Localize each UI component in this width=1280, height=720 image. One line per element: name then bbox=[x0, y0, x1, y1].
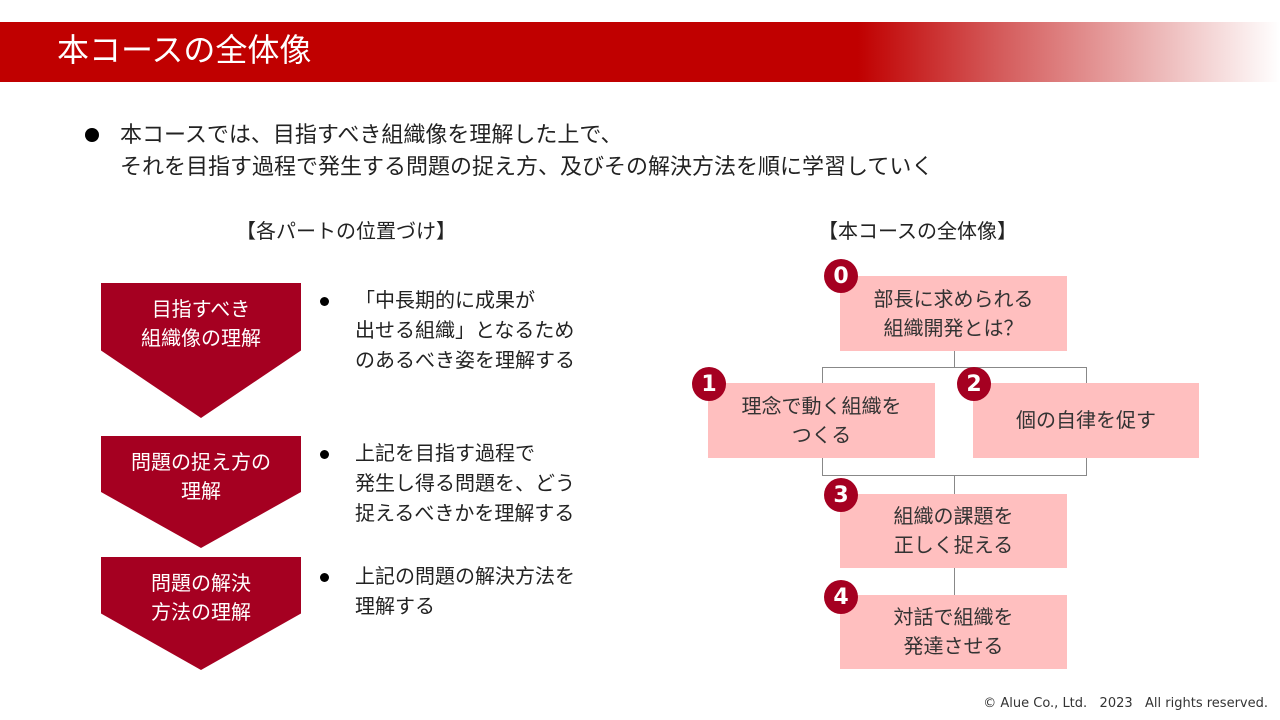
connector bbox=[822, 367, 1087, 368]
copyright: © Alue Co., Ltd. 2023 All rights reserve… bbox=[983, 696, 1268, 711]
desc-line: 理解する bbox=[355, 594, 435, 618]
part-label: 問題の捉え方の bbox=[131, 450, 271, 474]
part-2-chevron: 問題の捉え方の理解 bbox=[101, 436, 301, 548]
box-text: 組織開発とは？ bbox=[883, 315, 1024, 340]
box-text: 理念で動く組織を bbox=[741, 393, 902, 418]
desc-line: 出せる組織」となるため bbox=[355, 318, 575, 342]
part-1-desc: 「中長期的に成果が出せる組織」となるためのあるべき姿を理解する bbox=[355, 285, 575, 375]
desc-line: 「中長期的に成果が bbox=[355, 288, 535, 312]
connector bbox=[954, 475, 955, 494]
step-number-badge: 4 bbox=[824, 580, 858, 614]
part-2-desc: 上記を目指す過程で発生し得る問題を、どう捉えるべきかを理解する bbox=[355, 438, 575, 528]
part-3-chevron: 問題の解決方法の理解 bbox=[101, 557, 301, 670]
box-2: 個の自律を促す bbox=[973, 383, 1199, 458]
box-4: 対話で組織を発達させる bbox=[840, 595, 1067, 669]
header-bar bbox=[0, 22, 1280, 82]
bullet-icon bbox=[320, 573, 329, 582]
part-label: 理解 bbox=[181, 479, 221, 503]
desc-line: のあるべき姿を理解する bbox=[355, 348, 575, 372]
part-label: 問題の解決 bbox=[151, 571, 251, 595]
box-text: 部長に求められる bbox=[873, 286, 1034, 311]
bullet-icon bbox=[320, 297, 329, 306]
desc-line: 上記を目指す過程で bbox=[355, 441, 535, 465]
box-3: 組織の課題を正しく捉える bbox=[840, 494, 1067, 568]
part-label: 組織像の理解 bbox=[141, 326, 261, 350]
bullet-icon bbox=[85, 128, 99, 142]
step-number-badge: 0 bbox=[824, 259, 858, 293]
box-text: 正しく捉える bbox=[893, 533, 1014, 557]
step-number-badge: 3 bbox=[824, 478, 858, 512]
box-text: 個の自律を促す bbox=[1016, 408, 1156, 432]
intro-text: 本コースでは、目指すべき組織像を理解した上で、 それを目指す過程で発生する問題の… bbox=[120, 120, 933, 184]
step-number-badge: 1 bbox=[692, 367, 726, 401]
part-label: 目指すべき bbox=[151, 297, 251, 321]
connector bbox=[954, 351, 955, 367]
part-label: 方法の理解 bbox=[151, 600, 251, 624]
part-3-desc: 上記の問題の解決方法を理解する bbox=[355, 561, 575, 621]
step-number-badge: 2 bbox=[957, 367, 991, 401]
box-text: つくる bbox=[791, 422, 852, 447]
page-title: 本コースの全体像 bbox=[57, 31, 312, 69]
bullet-icon bbox=[320, 450, 329, 459]
box-text: 発達させる bbox=[903, 634, 1004, 658]
box-1: 理念で動く組織をつくる bbox=[708, 383, 935, 458]
box-0: 部長に求められる組織開発とは？ bbox=[840, 276, 1067, 351]
desc-line: 上記の問題の解決方法を bbox=[355, 564, 575, 588]
desc-line: 捉えるべきかを理解する bbox=[355, 501, 575, 525]
part-1-chevron: 目指すべき組織像の理解 bbox=[101, 283, 301, 418]
box-text: 対話で組織を bbox=[893, 605, 1014, 629]
box-text: 組織の課題を bbox=[893, 504, 1014, 528]
desc-line: 発生し得る問題を、どう bbox=[355, 471, 575, 495]
left-heading: 【各パートの位置づけ】 bbox=[236, 219, 456, 243]
right-heading: 【本コースの全体像】 bbox=[818, 219, 1017, 243]
intro-line: それを目指す過程で発生する問題の捉え方、及びその解決方法を順に学習していく bbox=[120, 155, 934, 180]
intro-line: 本コースでは、目指すべき組織像を理解した上で、 bbox=[120, 123, 623, 148]
connector bbox=[954, 568, 955, 595]
